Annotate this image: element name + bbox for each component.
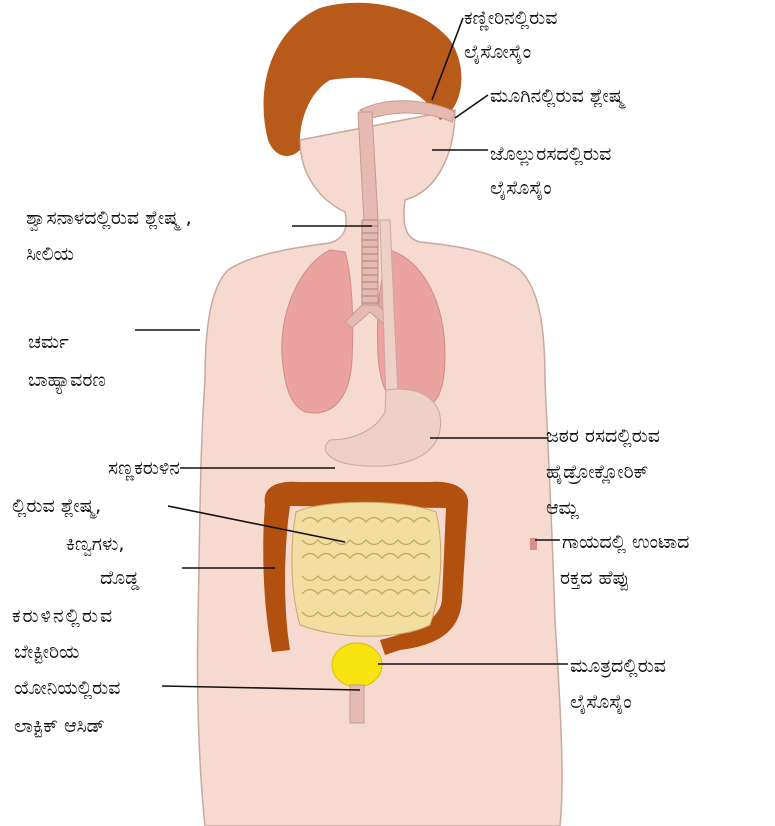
label-intestine: ಸಣ್ಣಕರುಳಿನ ಲ್ಲಿರುವ ಶ್ಲೇಷ್ಮ, ಕಿಣ್ವಗಳು, ದೊ… — [12, 456, 180, 664]
label-stomach: ಜಠರ ರಸದಲ್ಲಿರುವ ಹೈಡ್ರೋಕ್ಲೋರಿಕ್ ಆಮ್ಲ — [546, 424, 660, 520]
label-skin: ಚರ್ಮ ಬಾಹ್ಯಾವರಣ — [28, 330, 106, 392]
label-wound: ಗಾಯದಲ್ಲಿ ಉಂಟಾದ ರಕ್ತದ ಹೆಪ್ಪು — [562, 530, 689, 590]
label-intestine-line2: ಲ್ಲಿರುವ ಶ್ಲೇಷ್ಮ, — [12, 494, 180, 518]
leader-nose — [455, 95, 488, 118]
label-intestine-line1: ಸಣ್ಣಕರುಳಿನ — [108, 456, 180, 480]
trachea — [362, 220, 378, 312]
urinary-bladder — [332, 643, 382, 687]
label-intestine-line6: ಬೇಕ್ಟೀರಿಯ — [14, 640, 180, 664]
label-saliva: ಜೊಲ್ಲುರಸದಲ್ಲಿರುವ ಲೈಸೊಸೈಂ — [490, 142, 611, 200]
label-intestine-line3: ಕಿಣ್ವಗಳು, — [66, 532, 180, 556]
label-intestine-line4: ದೊಡ್ಡ — [100, 566, 180, 590]
label-trachea: ಶ್ವಾಸನಾಳದಲ್ಲಿರುವ ಶ್ಲೇಷ್ಮ , ಸೀಲಿಯ — [26, 206, 192, 266]
label-vagina: ಯೋನಿಯಲ್ಲಿರುವ ಲಾಕ್ಟಿಕ್ ಆಸಿಡ್ — [14, 676, 120, 738]
label-urine: ಮೂತ್ರದಲ್ಲಿರುವ ಲೈಸೊಸೈಂ — [570, 654, 666, 714]
label-intestine-line5: ಕರುಳಿನಲ್ಲಿರುವ — [12, 604, 180, 628]
label-nose: ಮೂಗಿನಲ್ಲಿರುವ ಶ್ಲೇಷ್ಮ — [490, 84, 624, 108]
label-tears: ಕಣ್ಣೀರಿನಲ್ಲಿರುವ ಲೈಸೋಸೈಂ — [464, 6, 557, 64]
